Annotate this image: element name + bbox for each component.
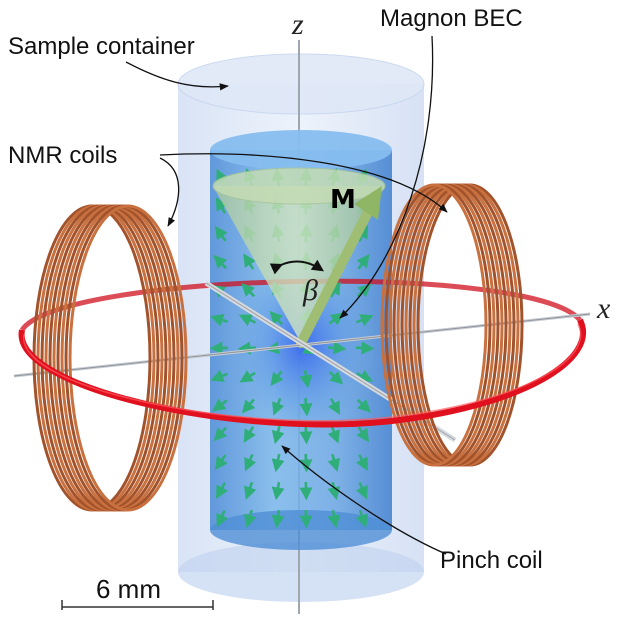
spin-arrow: [213, 426, 228, 442]
spin-arrow: [299, 397, 313, 417]
spin-arrow: [271, 425, 285, 445]
spin-arrow: [211, 398, 228, 412]
beta-angle-label: β: [302, 274, 318, 307]
spin-arrow: [213, 255, 228, 270]
spin-arrow: [238, 314, 256, 327]
spin-arrow: [244, 481, 257, 500]
spin-arrow: [299, 453, 313, 473]
spin-arrow: [210, 313, 229, 327]
spin-arrow: [328, 312, 344, 326]
scale-bar: [61, 600, 214, 610]
spin-arrow: [271, 453, 285, 473]
spin-arrow: [270, 370, 284, 386]
spin-arrow: [237, 341, 257, 355]
spin-arrow: [328, 398, 341, 415]
scale-bar-label: 6 mm: [96, 574, 161, 604]
z-axis-label: z: [291, 8, 304, 41]
nmr-coils-pointer-right: [159, 153, 448, 213]
spin-arrow: [328, 370, 344, 385]
spin-arrow: [355, 509, 368, 528]
beta-angle-arc: [269, 259, 324, 275]
spin-arrow: [241, 398, 256, 414]
spin-arrow: [355, 341, 375, 355]
spin-arrow: [327, 453, 341, 473]
spin-arrow: [272, 397, 285, 416]
spin-arrow: [214, 225, 228, 242]
nmr-coil-left: [32, 204, 188, 512]
spin-arrow: [327, 509, 341, 529]
nmr-coil-right: [380, 183, 524, 467]
spin-arrow: [355, 314, 374, 327]
spin-arrow: [355, 481, 368, 500]
spin-arrow: [241, 283, 256, 298]
pinch-coil-front: [18, 318, 586, 428]
sample-container-label: Sample container: [8, 33, 195, 60]
spin-arrow: [214, 454, 228, 471]
spin-arrow: [210, 369, 229, 382]
spin-arrow: [239, 370, 256, 383]
spin-arrow: [271, 509, 285, 529]
pinch-coil-label: Pinch coil: [440, 547, 543, 574]
nmr-coils-label: NMR coils: [8, 142, 117, 169]
spin-arrow: [356, 426, 370, 443]
spin-arrow: [215, 482, 228, 500]
spin-arrow: [356, 369, 374, 382]
magnon-bec-label: Magnon BEC: [380, 5, 523, 32]
x-axis-label: x: [596, 292, 611, 325]
spin-arrow: [243, 426, 256, 443]
spin-arrow: [215, 197, 228, 214]
spin-arrow: [299, 425, 313, 445]
nmr-coils-pointer-left: [159, 157, 180, 227]
coil-winding: [68, 204, 188, 512]
sample-container-pointer: [125, 61, 229, 91]
spin-arrow: [271, 481, 285, 501]
spin-arrow: [356, 454, 368, 472]
spin-arrow: [356, 254, 370, 270]
magnetization-label: M: [330, 185, 356, 215]
magnetization-vector: [296, 186, 382, 348]
spin-arrow: [244, 453, 257, 472]
spin-arrow: [216, 510, 229, 528]
spin-arrow: [327, 425, 340, 444]
spin-arrow: [299, 369, 313, 389]
pinch-coil-pointer: [281, 445, 447, 555]
spin-arrow: [243, 253, 256, 270]
spin-arrow: [328, 281, 341, 298]
spin-arrow: [327, 341, 347, 355]
spin-arrow: [243, 509, 257, 528]
magnon-bec-pointer: [339, 35, 434, 319]
spin-arrow: [269, 310, 284, 326]
coil-winding: [380, 183, 488, 467]
spin-arrow: [356, 225, 369, 242]
spin-arrow: [356, 398, 371, 413]
